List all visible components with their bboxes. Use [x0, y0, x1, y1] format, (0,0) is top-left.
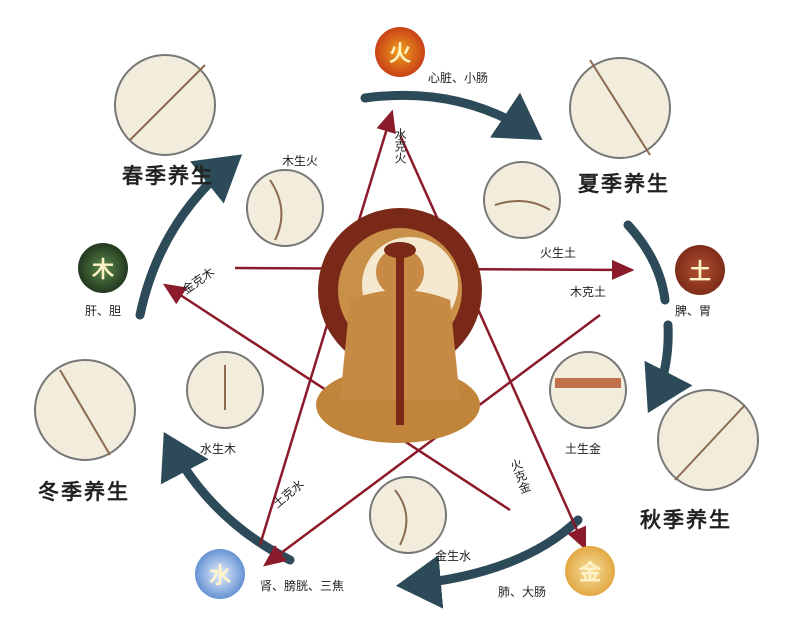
season-autumn: 秋季养生 [640, 507, 732, 532]
meditating-figure [316, 208, 482, 443]
organs-wood: 肝、胆 [85, 304, 122, 318]
control-arrow-fire-metal [398, 134, 587, 551]
wood-fire-illustration [246, 169, 324, 247]
autumn-illustration [657, 389, 759, 491]
season-winter: 冬季养生 [38, 479, 130, 504]
element-metal: 金 [565, 546, 615, 596]
cycle-arrow-summer-earth [623, 220, 670, 305]
label-water-wood: 水生木 [200, 442, 237, 456]
label-earth-metal: 土生金 [565, 442, 602, 456]
fire-earth-illustration [483, 161, 561, 239]
illustration-sketches [59, 59, 746, 546]
cycle-arrow-metal-water [396, 515, 583, 609]
winter-illustration [34, 359, 136, 461]
organs-earth: 脾、胃 [675, 304, 712, 318]
cycle-arrow-fire-summer [360, 90, 543, 140]
organs-water: 肾、膀胱、三焦 [260, 579, 345, 593]
element-earth: 土 [675, 245, 725, 295]
element-wood: 木 [78, 243, 128, 293]
label-metal-water: 金生水 [435, 549, 472, 563]
cycle-arrow-earth-autumn [644, 320, 693, 414]
control-arrow-earth-water [262, 313, 601, 567]
metal-water-illustration [369, 476, 447, 554]
element-water: 水 [195, 549, 245, 599]
organs-fire: 心脏、小肠 [428, 71, 489, 85]
element-fire: 火 [375, 27, 425, 77]
label-wood-fire: 木生火 [282, 154, 319, 168]
organs-metal: 肺、大肠 [498, 585, 547, 599]
season-spring: 春季养生 [122, 163, 214, 188]
season-summer: 夏季养生 [578, 171, 670, 196]
label-fire-earth: 火生土 [540, 246, 577, 260]
label-water-fire: 水克火 [393, 128, 407, 164]
control-arrow-water-fire [258, 109, 396, 546]
label-wood-earth: 木克土 [570, 285, 607, 299]
cycle-arrow-wood-spring [135, 154, 243, 320]
earth-metal-illustration [549, 351, 627, 429]
